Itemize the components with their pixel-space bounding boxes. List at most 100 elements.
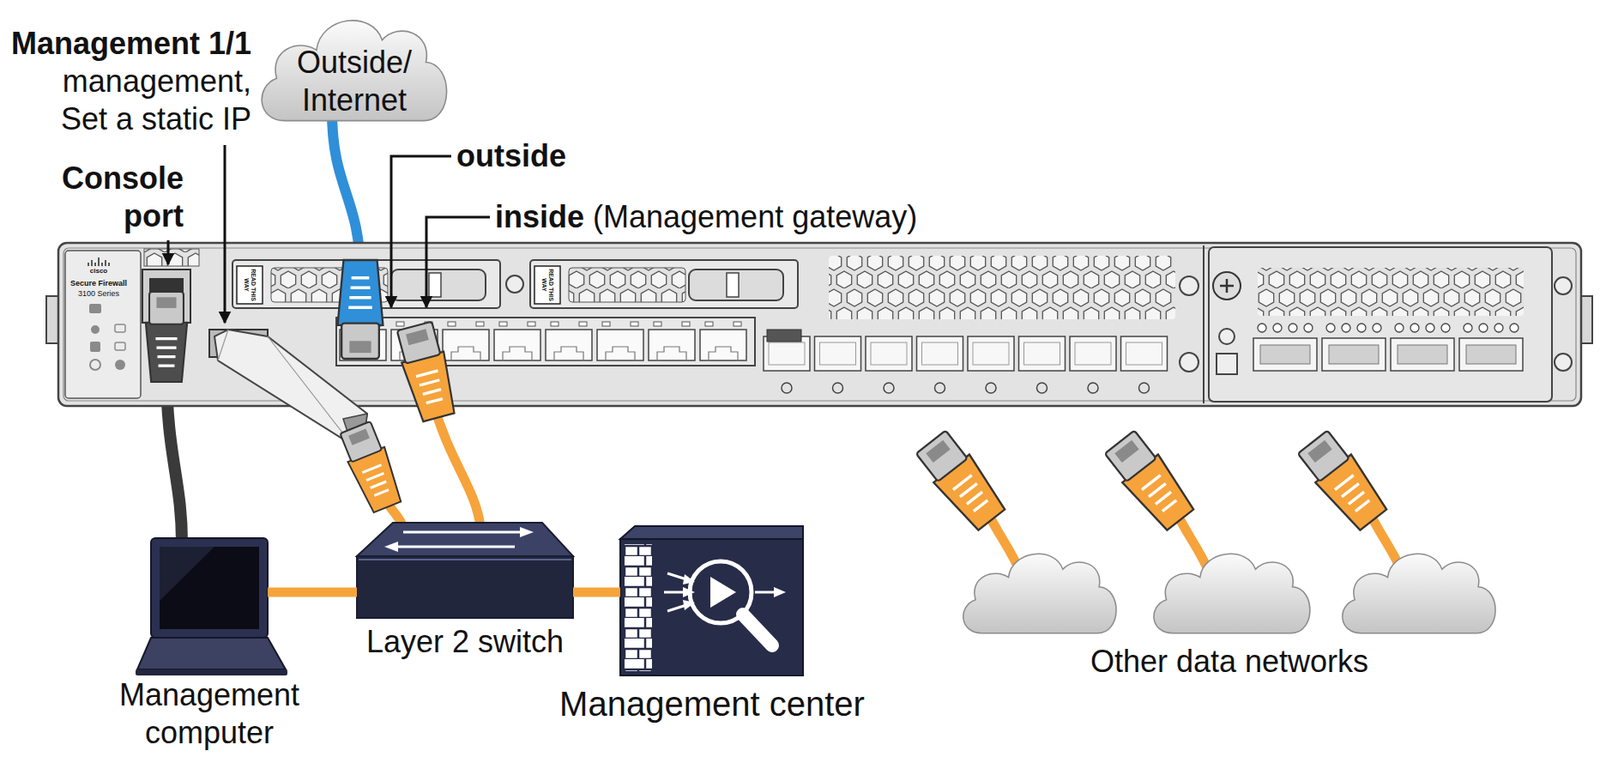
- cloud-node: Outside/ Internet: [254, 1, 454, 123]
- fan-module: [428, 272, 441, 297]
- rj45-plugs: [912, 428, 1009, 534]
- network-caption: Other data networks: [1049, 642, 1410, 681]
- fan-module: [506, 275, 524, 293]
- leader-line: [168, 144, 490, 323]
- model-name: 3100 Series: [61, 289, 136, 299]
- vent-grill: [1179, 276, 1199, 296]
- rj45-port-block: [442, 321, 490, 361]
- leader-line: [223, 144, 227, 323]
- management-sfp-port: [217, 329, 352, 445]
- network-module: [1459, 323, 1523, 371]
- rj45-port-block: [545, 321, 592, 361]
- laptop-icon: [150, 537, 268, 638]
- switch-icon: [358, 558, 572, 561]
- fan-module: [232, 259, 798, 308]
- front-bezel: [90, 325, 100, 334]
- rj45-port-block: [494, 321, 541, 361]
- rj45-plugs: [145, 259, 1392, 534]
- management-center-icon: [710, 576, 737, 608]
- port-title: Console port: [46, 159, 184, 236]
- network-module: [1253, 323, 1317, 371]
- management-center-icon: [620, 525, 804, 539]
- sfp-port-block: [815, 336, 862, 393]
- switch-icon: [356, 555, 574, 618]
- laptop-icon: [135, 669, 288, 676]
- interface-note: (Management gateway): [592, 198, 918, 236]
- management-center-node: Management center: [620, 525, 804, 676]
- vent-grill: [828, 255, 1176, 320]
- sfp-port-block: [766, 329, 802, 342]
- fan-module: [534, 265, 561, 304]
- front-bezel: [89, 303, 102, 314]
- leader-line: [391, 156, 452, 308]
- switch-icon: [519, 526, 534, 538]
- switch-icon: [396, 545, 515, 549]
- network-module: [1219, 278, 1234, 293]
- front-bezel: [114, 324, 126, 333]
- switch-icon: [356, 522, 574, 618]
- laptop-icon: [135, 537, 288, 676]
- sfp-port-block: [763, 329, 1168, 393]
- port-title: Management 1/1: [6, 24, 252, 63]
- brand-logo: cisco: [61, 266, 136, 276]
- network-cloud: [1342, 553, 1496, 633]
- leader-line: [167, 240, 170, 265]
- fan-module: [726, 272, 739, 297]
- cloud-shape: [261, 20, 447, 121]
- leader-line: [426, 217, 490, 308]
- node-label: Management computer: [100, 676, 319, 752]
- vent-grill: [1202, 245, 1205, 404]
- fan-module: [391, 269, 486, 301]
- port-note: management, Set a static IP: [32, 62, 252, 139]
- rj45-port-block: [700, 321, 747, 361]
- cable-connector: [267, 587, 357, 598]
- sfp-port-block: [917, 336, 964, 393]
- computer-node: Management computer: [150, 537, 268, 676]
- fan-module: [530, 259, 798, 308]
- management-center-icon: [620, 538, 804, 676]
- switch-node: Layer 2 switch: [356, 522, 574, 618]
- interface-name: outside: [456, 137, 567, 176]
- network-module: [1213, 271, 1241, 300]
- sfp-port-block: [1121, 336, 1168, 393]
- laptop-icon: [159, 546, 260, 629]
- sfp-port-block: [967, 336, 1015, 393]
- node-label: Layer 2 switch: [313, 622, 616, 661]
- management-center-icon: [624, 543, 653, 671]
- network-cloud: [963, 553, 1117, 633]
- laptop-icon: [159, 546, 215, 601]
- rj45-plugs: [337, 419, 406, 514]
- vent-grill: [828, 245, 1204, 404]
- rj45-port-block: [597, 321, 644, 361]
- switch-icon: [403, 531, 522, 534]
- fan-module: [688, 269, 784, 301]
- management-center-icon: [682, 573, 695, 585]
- model-name: Secure Firewall: [61, 278, 136, 289]
- network-cloud: [1153, 553, 1311, 633]
- interface-name: inside: [495, 198, 585, 236]
- vent-grill: [1179, 352, 1199, 372]
- fan-module: [236, 265, 263, 304]
- network-module: [1216, 353, 1238, 375]
- cable-connector: [573, 587, 621, 598]
- rj45-plugs: [338, 259, 384, 359]
- front-bezel: [114, 342, 126, 351]
- module-tab-text: READ THIS WAY: [540, 265, 555, 305]
- node-label: Management center: [523, 682, 901, 725]
- node-label: Outside/ Internet: [281, 43, 428, 120]
- front-bezel: [90, 359, 101, 370]
- rj45-port-block: [648, 321, 695, 361]
- rj45-plugs: [145, 291, 188, 382]
- cables: [433, 403, 481, 527]
- laptop-icon: [137, 637, 286, 670]
- front-bezel: [88, 257, 109, 266]
- network-module: [1219, 328, 1235, 345]
- network-module: [1208, 247, 1572, 402]
- front-bezel: [114, 359, 126, 370]
- sfp-port-block: [763, 336, 810, 393]
- sfp-port-block: [1019, 336, 1066, 393]
- rj45-plugs: [1294, 428, 1391, 534]
- network-module: [1322, 323, 1386, 371]
- network-module: [1257, 267, 1524, 316]
